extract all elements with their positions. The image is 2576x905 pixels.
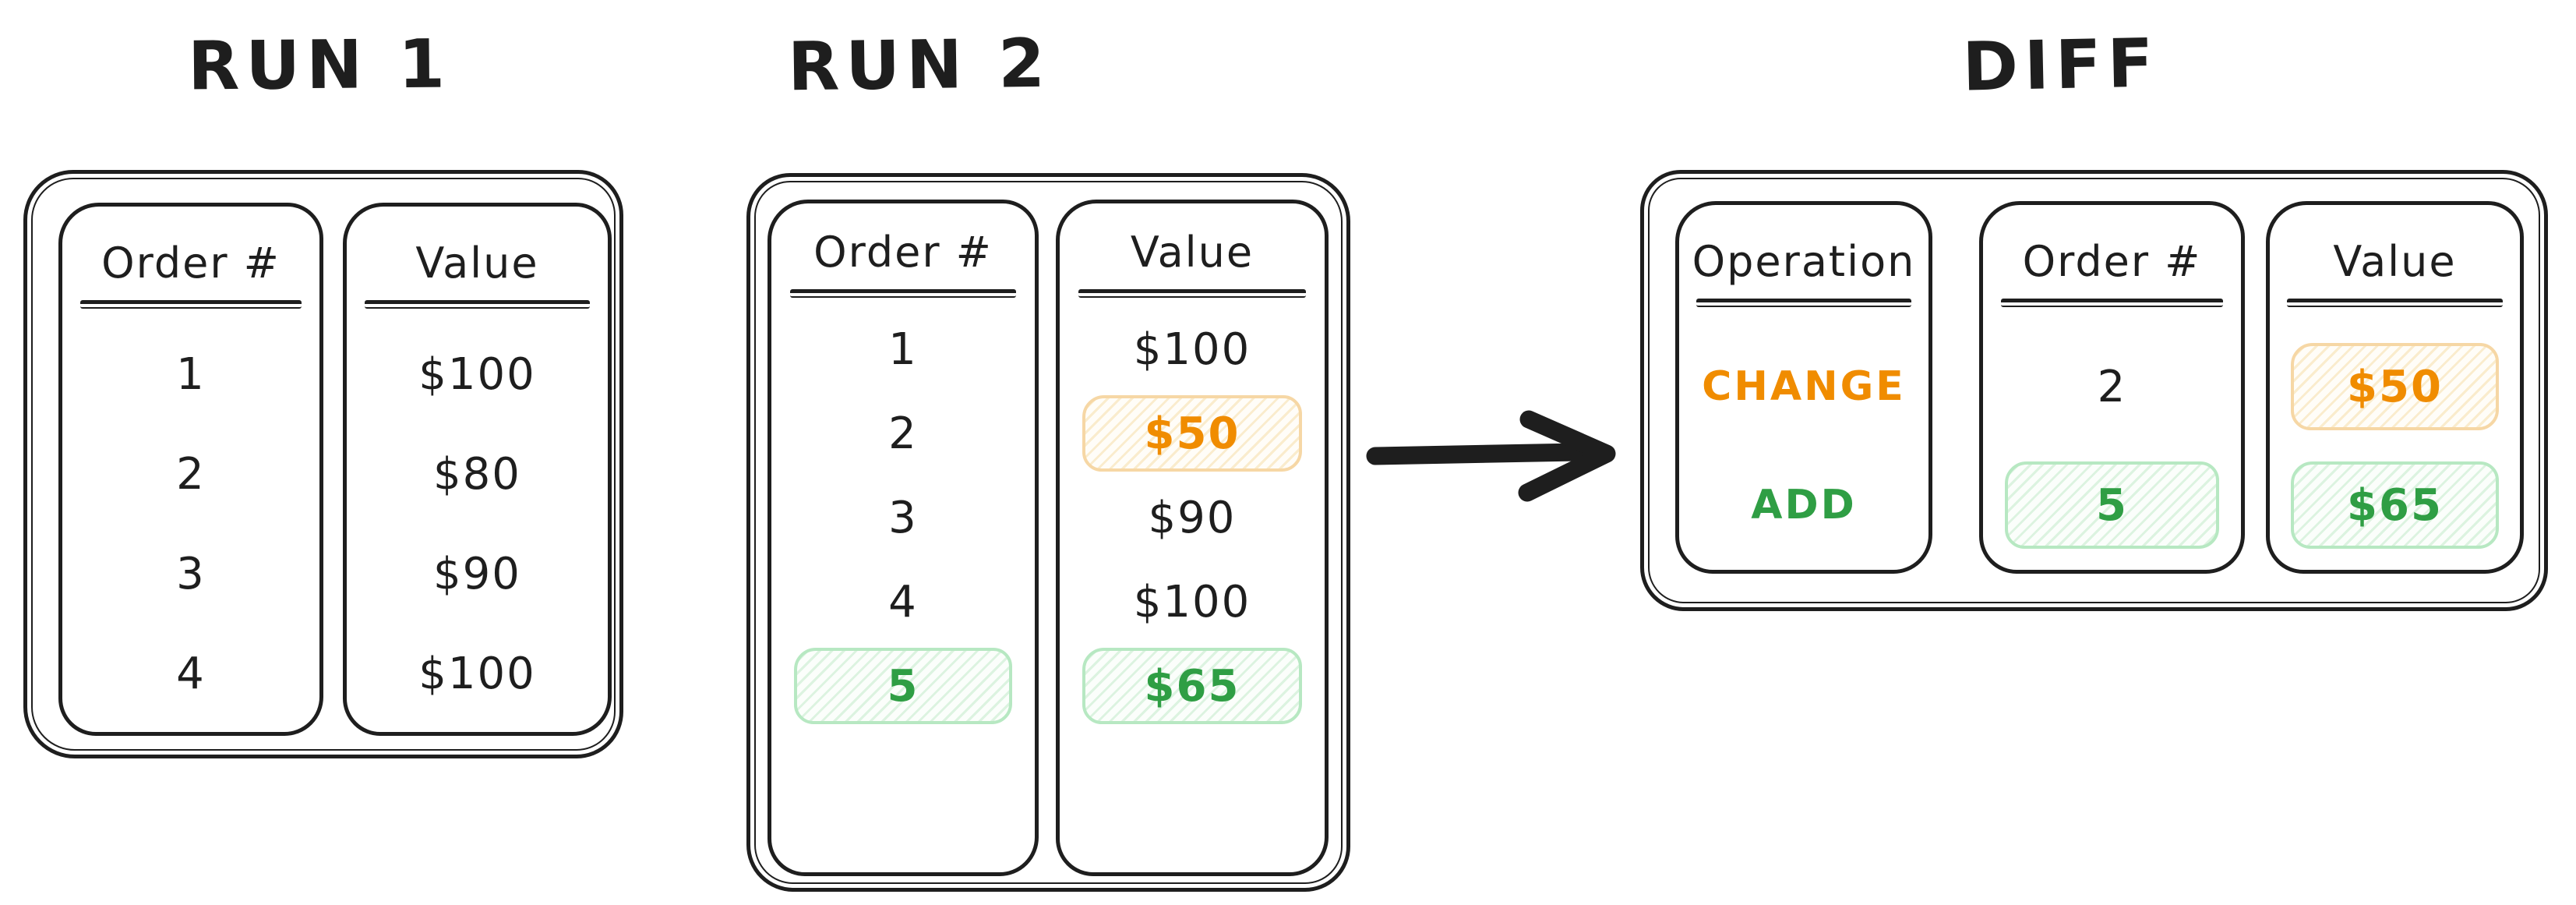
column-header: Value <box>2333 237 2457 286</box>
table-row: 1 <box>771 307 1035 391</box>
table-cell: $100 <box>418 348 536 400</box>
header-underline <box>365 300 590 309</box>
operation-change-label: CHANGE <box>1702 363 1906 411</box>
column-header: Order # <box>2022 237 2202 286</box>
table-cell: 3 <box>888 492 918 543</box>
column-rows: CHANGE ADD <box>1679 327 1928 564</box>
table-cell: 5 <box>887 660 919 712</box>
column-header: Value <box>415 239 539 288</box>
header-underline <box>2001 299 2223 308</box>
header-underline <box>1078 289 1307 299</box>
table-cell: $50 <box>1144 408 1240 459</box>
highlight-cell-green: 5 <box>2005 461 2219 550</box>
highlight-cell-green: $65 <box>1082 648 1303 725</box>
table-cell: 2 <box>888 408 918 459</box>
table-row: 1 <box>62 324 319 424</box>
header-underline <box>1696 299 1911 308</box>
table-cell: $100 <box>1133 323 1251 375</box>
column-header: Operation <box>1692 237 1916 286</box>
table-cell: 1 <box>888 323 918 375</box>
table-row: 5 <box>1983 446 2241 564</box>
table-row: 2 <box>771 391 1035 475</box>
column-header: Order # <box>101 239 281 288</box>
column-rows: 2 5 <box>1983 327 2241 564</box>
table-cell: 2 <box>2097 361 2127 412</box>
column-header: Value <box>1130 228 1254 277</box>
run1-value-column: Value $100 $80 $90 $100 <box>343 203 612 736</box>
operation-add-label: ADD <box>1751 482 1857 529</box>
diff-order-column: Order # 2 5 <box>1979 201 2245 574</box>
diff-value-column: Value $50 $65 <box>2266 201 2524 574</box>
highlight-cell-orange: $50 <box>1082 395 1303 472</box>
table-cell: 4 <box>176 648 206 699</box>
column-rows: $100 $50 $90 $100 $65 <box>1060 307 1325 728</box>
table-row: CHANGE <box>1679 327 1928 446</box>
table-cell: $90 <box>433 548 521 599</box>
table-row: 3 <box>62 524 319 624</box>
table-row: 3 <box>771 475 1035 560</box>
run2-order-column: Order # 1 2 3 4 5 <box>768 200 1039 876</box>
table-row: 4 <box>62 624 319 723</box>
table-row: 5 <box>771 644 1035 728</box>
diff-operation-column: Operation CHANGE ADD <box>1675 201 1932 574</box>
table-cell: 1 <box>176 348 206 400</box>
table-cell: $100 <box>1133 576 1251 627</box>
table-row: ADD <box>1679 446 1928 564</box>
highlight-cell-green: 5 <box>793 648 1013 725</box>
table-row: 2 <box>1983 327 2241 446</box>
run2-value-column: Value $100 $50 $90 $100 $65 <box>1056 200 1329 876</box>
table-cell: $65 <box>1144 660 1240 712</box>
table-row: $80 <box>347 424 608 524</box>
table-row: $100 <box>347 324 608 424</box>
column-rows: $100 $80 $90 $100 <box>347 324 608 723</box>
table-cell: $65 <box>2347 479 2443 531</box>
highlight-cell-orange: $50 <box>2291 343 2499 431</box>
column-rows: $50 $65 <box>2270 327 2520 564</box>
highlight-cell-green: $65 <box>2291 461 2499 550</box>
table-cell: 5 <box>2096 479 2128 531</box>
table-row: $100 <box>1060 307 1325 391</box>
table-row: $65 <box>1060 644 1325 728</box>
table-cell: $90 <box>1148 492 1237 543</box>
table-row: $90 <box>347 524 608 624</box>
table-row: $100 <box>1060 560 1325 644</box>
table-row: 2 <box>62 424 319 524</box>
column-header: Order # <box>813 228 993 277</box>
table-cell: $100 <box>418 648 536 699</box>
header-underline <box>789 289 1017 299</box>
run1-order-column: Order # 1 2 3 4 <box>58 203 323 736</box>
header-underline <box>2287 299 2503 308</box>
run1-title: RUN 1 <box>187 25 452 106</box>
run2-title: RUN 2 <box>787 24 1052 107</box>
table-row: $90 <box>1060 475 1325 560</box>
table-row: $50 <box>1060 391 1325 475</box>
table-cell: 4 <box>888 576 918 627</box>
diff-arrow-icon <box>1366 410 1616 502</box>
column-rows: 1 2 3 4 <box>62 324 319 723</box>
table-cell: 3 <box>176 548 206 599</box>
table-row: $100 <box>347 624 608 723</box>
column-rows: 1 2 3 4 5 <box>771 307 1035 728</box>
table-cell: 2 <box>176 448 206 500</box>
header-underline <box>80 300 302 309</box>
table-row: 4 <box>771 560 1035 644</box>
table-cell: $80 <box>433 448 521 500</box>
table-row: $65 <box>2270 446 2520 564</box>
diff-title: DIFF <box>1961 24 2161 107</box>
table-cell: $50 <box>2347 361 2443 412</box>
table-row: $50 <box>2270 327 2520 446</box>
